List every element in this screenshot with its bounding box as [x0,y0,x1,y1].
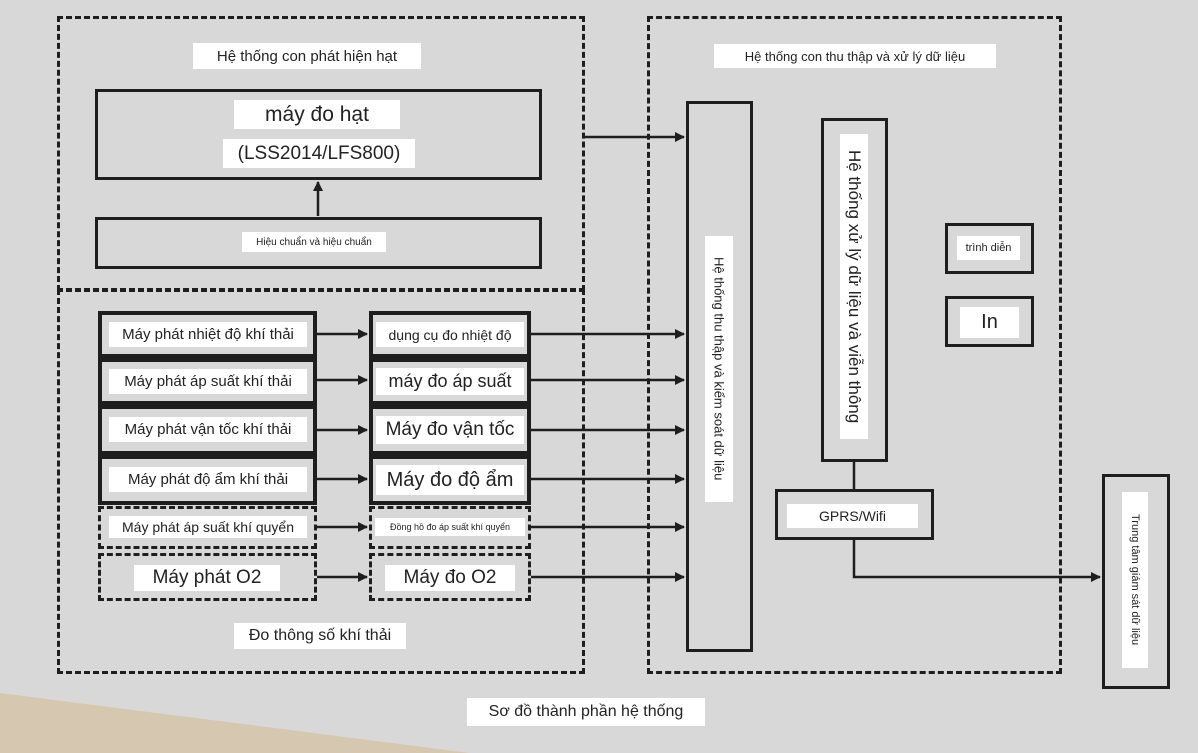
print-label: In [960,307,1019,338]
transmitter-label: Máy phát O2 [134,565,280,591]
transmitter-label: Máy phát nhiệt độ khí thải [109,322,307,347]
transmitter-box [98,358,317,405]
display-box [945,223,1034,274]
monitoring-center-box [1102,474,1170,689]
acquisition-control-box [686,101,753,652]
monitoring-center-label: Trung tâm giám sát dữ liệu [1122,492,1148,668]
emission-subsystem-title: Đo thông số khí thải [234,623,406,649]
transmitter-box [98,506,317,549]
acquisition-control-label: Hệ thống thu thập và kiểm soát dữ liệu [705,236,733,502]
particle-meter-box [95,89,542,180]
meter-box [369,553,531,601]
meter-box [369,506,531,549]
display-label: trình diễn [957,236,1020,260]
transmitter-label: Máy phát áp suất khí quyển [109,516,307,538]
meter-box [369,455,531,505]
calibration-box [95,217,542,269]
gprs-box [775,489,934,540]
processing-telecom-label: Hệ thống xử lý dữ liệu và viễn thông [840,134,868,439]
meter-label: Máy đo vận tốc [376,416,524,444]
meter-label: Máy đo độ ẩm [376,465,524,495]
meter-box [369,311,531,358]
transmitter-label: Máy phát áp suất khí thải [109,369,307,394]
meter-label: Máy đo O2 [385,565,515,591]
calibration-label: Hiệu chuẩn và hiệu chuẩn [242,232,386,252]
collection-subsystem-frame [647,16,1062,674]
meter-label: máy đo áp suất [376,368,524,395]
transmitter-label: Máy phát vận tốc khí thải [109,417,307,442]
particle-subsystem-title: Hệ thống con phát hiện hạt [193,43,421,69]
transmitter-box [98,553,317,601]
transmitter-label: Máy phát độ ẩm khí thải [109,467,307,492]
collection-subsystem-title: Hệ thống con thu thập và xử lý dữ liệu [714,44,996,68]
meter-box [369,405,531,455]
diagram-caption: Sơ đồ thành phần hệ thống [467,698,705,726]
print-box [945,296,1034,347]
meter-label: Đồng hồ đo áp suất khí quyển [375,518,525,536]
particle-meter-name: máy đo hạt [234,100,400,129]
gprs-label: GPRS/Wifi [787,504,918,528]
particle-meter-model: (LSS2014/LFS800) [223,139,415,168]
meter-label: dụng cụ đo nhiệt độ [376,322,524,347]
transmitter-box [98,311,317,358]
arrow-gprs-to-monitoring [852,540,1101,582]
meter-box [369,358,531,405]
transmitter-box [98,405,317,455]
emission-subsystem-frame [57,289,585,674]
processing-telecom-box [821,118,888,462]
transmitter-box [98,455,317,505]
